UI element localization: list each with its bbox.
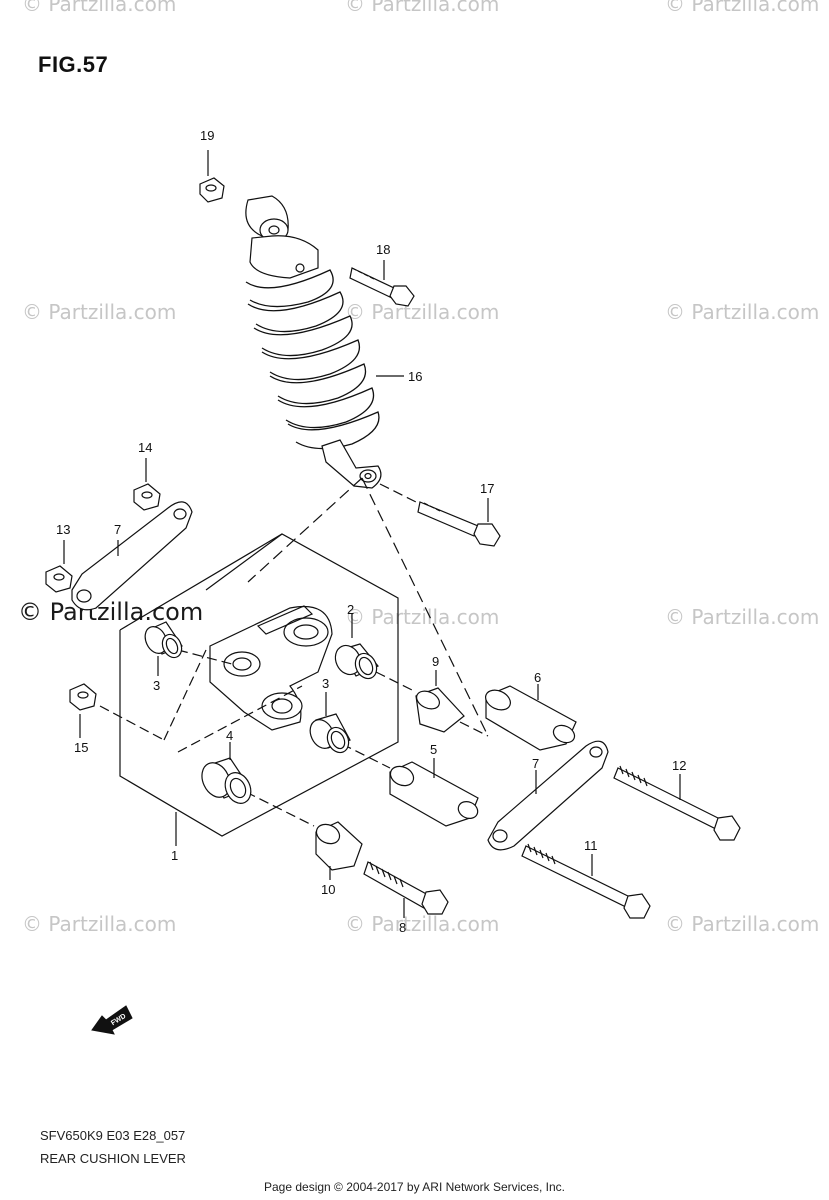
footer-copyright: Page design © 2004-2017 by ARI Network S… [263,1180,565,1194]
watermark: © Partzilla.com [345,605,500,629]
nut-19 [199,177,225,203]
bolt-12 [613,765,741,841]
sleeve-5 [389,761,479,827]
watermark: © Partzilla.com [22,912,177,936]
bolt-11 [521,843,651,919]
callout-18: 18 [376,242,390,257]
callout-7-lower: 7 [532,756,539,771]
callout-3-upper: 3 [153,678,160,693]
callout-1: 1 [171,848,178,863]
watermark-strong: © Partzilla.com [18,598,204,626]
watermark: © Partzilla.com [345,300,500,324]
callout-3-lower: 3 [322,676,329,691]
watermark: © Partzilla.com [345,0,500,16]
callout-5: 5 [430,742,437,757]
bolt-17 [417,501,501,547]
shock-absorber [245,195,382,489]
watermark: © Partzilla.com [665,300,820,324]
bolt-8 [363,861,449,915]
diagram-code: SFV650K9 E03 E28_057 [40,1128,186,1143]
bearing-3-upper [144,621,183,659]
watermark: © Partzilla.com [22,0,177,16]
callout-16: 16 [408,369,422,384]
callout-13: 13 [56,522,70,537]
watermark: © Partzilla.com [665,605,820,629]
lever-frame [119,533,399,837]
bearing-3-lower [309,713,351,754]
callout-9: 9 [432,654,439,669]
link-7-upper [71,501,193,611]
collar-10 [315,821,363,871]
bearing-2 [334,643,379,680]
watermark: © Partzilla.com [665,0,820,16]
nut-13 [45,565,73,593]
sleeve-6 [485,685,577,751]
fwd-arrow-icon: FWD [91,1005,133,1035]
spacer-9 [415,687,465,733]
callout-19: 19 [200,128,214,143]
bearing-4 [201,757,252,804]
bolt-18 [349,267,415,307]
callout-10: 10 [321,882,335,897]
nut-15 [69,683,97,711]
callout-2: 2 [347,602,354,617]
callout-labels: 19 18 16 17 14 13 7 2 9 3 6 15 3 4 5 1 7… [56,128,686,935]
callout-12: 12 [672,758,686,773]
callout-6: 6 [534,670,541,685]
cushion-lever [209,605,333,731]
watermark: © Partzilla.com [345,912,500,936]
callout-11: 11 [584,838,598,853]
watermark: © Partzilla.com [22,300,177,324]
callout-17: 17 [480,481,494,496]
nut-14 [133,483,161,511]
figure-title: FIG.57 [38,52,109,77]
watermark: © Partzilla.com [665,912,820,936]
callout-4: 4 [226,728,233,743]
callout-15: 15 [74,740,88,755]
diagram-caption: REAR CUSHION LEVER [40,1151,186,1166]
callout-8: 8 [399,920,406,935]
link-7-lower [487,740,609,851]
callout-7-upper: 7 [114,522,121,537]
callout-14: 14 [138,440,152,455]
